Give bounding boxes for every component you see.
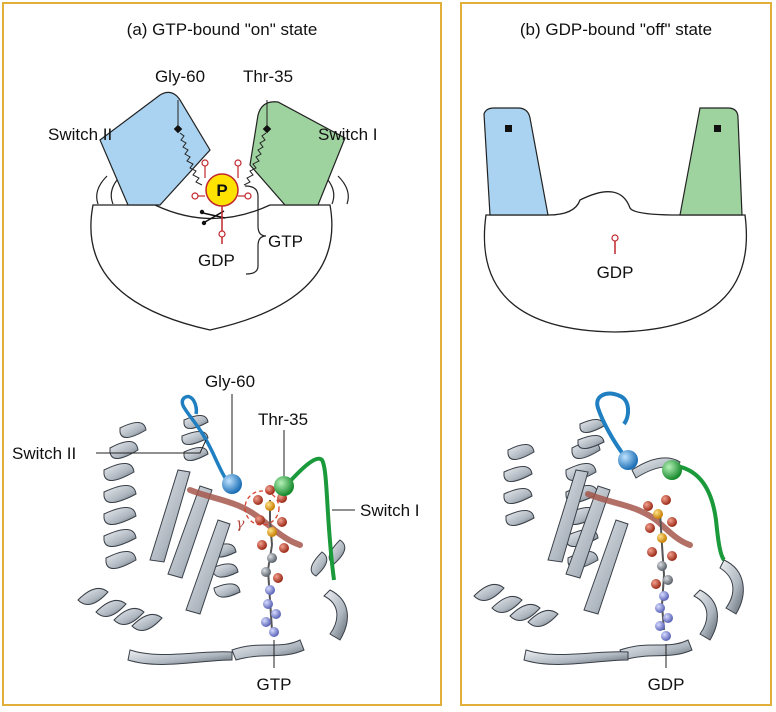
switch2-3d-leader (96, 439, 207, 454)
switch2-label: Switch II (48, 125, 112, 144)
gly60-marker (173, 124, 183, 134)
right-shoulder-arc-2 (327, 179, 335, 205)
gly60-3d-label: Gly-60 (205, 372, 255, 391)
gly60-hbond (179, 132, 203, 186)
switch1-loop-b (675, 464, 726, 562)
thr35-3d-label: Thr-35 (258, 410, 308, 429)
switch2-loop (180, 394, 234, 490)
gly60-marker-b (505, 125, 512, 132)
gtp-molecule (253, 485, 289, 637)
schematic-gtp-state: P Gly-60 Thr-35 Switch II Switch I GTP G… (48, 67, 378, 331)
gdp-stem-head-b (611, 234, 619, 242)
switch1-label: Switch I (318, 125, 378, 144)
core-domain-shape-b (483, 191, 747, 333)
thr35-hbond (243, 132, 267, 186)
switch2-3d-label: Switch II (12, 444, 76, 463)
left-shoulder-arc (96, 175, 108, 205)
gdp-stem-head (218, 230, 226, 238)
switch1-domain-b (679, 107, 743, 216)
switch2-domain-b (483, 107, 549, 216)
structure-gtp-state: γ Gly-60 Thr-35 Switch II Switch I GTP (12, 372, 420, 694)
gtp-3d-label: GTP (257, 675, 292, 694)
gdp-3d-label: GDP (648, 675, 685, 694)
thr35-marker-b (714, 125, 721, 132)
helix-left (103, 422, 147, 569)
schematic-gdp-state: GDP (483, 107, 747, 333)
core-domain-shape (90, 204, 333, 331)
left-shoulder-arc-2 (110, 179, 118, 205)
switch1-loop (282, 456, 336, 581)
helix-bottom-left-b (473, 583, 559, 627)
switch2-domain (99, 91, 211, 206)
thr35-marker (262, 124, 272, 134)
gamma-phosphate-highlight (244, 490, 280, 526)
sheet-strands (127, 469, 348, 665)
gdp-label-b: GDP (597, 263, 634, 282)
structure-gdp-state: GDP (473, 391, 744, 694)
helix-right (209, 539, 346, 598)
right-shoulder-arc (337, 175, 349, 205)
gamma-phosphate: P (191, 159, 252, 207)
thr35-atom (274, 476, 294, 496)
sheet-strands-b (523, 457, 744, 665)
gly60-atom (222, 474, 242, 494)
switch1-3d-label: Switch I (360, 501, 420, 520)
thr35-label: Thr-35 (243, 67, 293, 86)
helix-top-b (577, 419, 605, 449)
gly60-label: Gly-60 (155, 67, 205, 86)
p-loop-b (585, 491, 693, 548)
gamma-label: γ (236, 516, 245, 532)
switch2-loop-b (595, 391, 631, 460)
gly60-atom-b (618, 450, 638, 470)
gdp-label: GDP (198, 251, 235, 270)
phosphate-label: P (216, 181, 227, 200)
thr35-atom-b (662, 460, 682, 480)
panel-b-title: (b) GDP-bound "off" state (519, 20, 713, 39)
panel-a-title: (a) GTP-bound "on" state (126, 20, 318, 39)
gtp-bracket (244, 185, 267, 275)
switch1-domain (249, 101, 346, 206)
gdp-molecule (643, 495, 677, 641)
helix-bottom-left (77, 587, 163, 631)
gtp-label: GTP (268, 232, 303, 251)
